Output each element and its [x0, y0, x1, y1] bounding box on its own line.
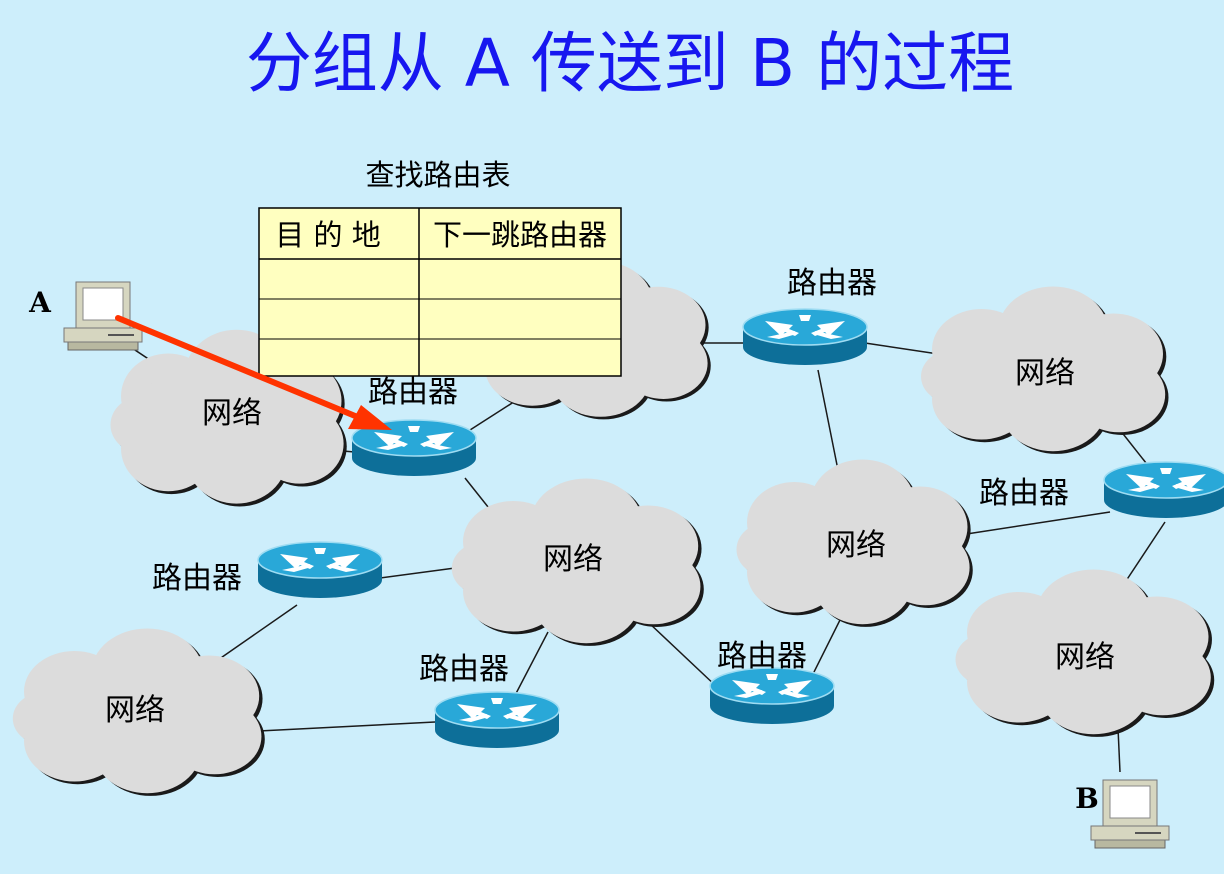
table-header-next-hop: 下一跳路由器 [433, 218, 607, 252]
router-icon[interactable] [709, 667, 835, 725]
router-labels: 路由器 路由器 路由器 路由器 路由器 路由器 [152, 266, 1069, 687]
network-label: 网络 [1055, 640, 1115, 675]
network-label: 网络 [826, 528, 886, 563]
host-b-label: B [1075, 782, 1099, 815]
packet-arrow [115, 315, 392, 430]
router-label: 路由器 [152, 561, 242, 596]
host-a-label: A [28, 286, 52, 319]
router-label: 路由器 [368, 375, 458, 410]
lookup-caption: 查找路由表 [365, 158, 510, 192]
network-label: 网络 [202, 396, 262, 431]
router-icon[interactable] [1103, 461, 1224, 519]
network-label: 网络 [105, 693, 165, 728]
router-label: 路由器 [717, 639, 807, 674]
cloud-labels: 网络 网络 网络 网络 网络 网络 [105, 356, 1115, 728]
router-icon[interactable] [434, 691, 560, 749]
routing-table: 查找路由表 目 的 地 下一跳路由器 [258, 158, 622, 377]
network-label: 网络 [1015, 356, 1075, 391]
page-title: 分组从 A 传送到 B 的过程 [246, 25, 1014, 102]
router-icon[interactable] [257, 541, 383, 599]
network-label: 网络 [543, 542, 603, 577]
network-links [119, 339, 1166, 773]
router-label: 路由器 [979, 476, 1069, 511]
table-header-destination: 目 的 地 [275, 218, 380, 252]
router-icon[interactable] [742, 308, 868, 366]
host-b[interactable] [1090, 779, 1170, 849]
router-label: 路由器 [787, 266, 877, 301]
host-a[interactable] [63, 281, 143, 351]
router-label: 路由器 [419, 652, 509, 687]
